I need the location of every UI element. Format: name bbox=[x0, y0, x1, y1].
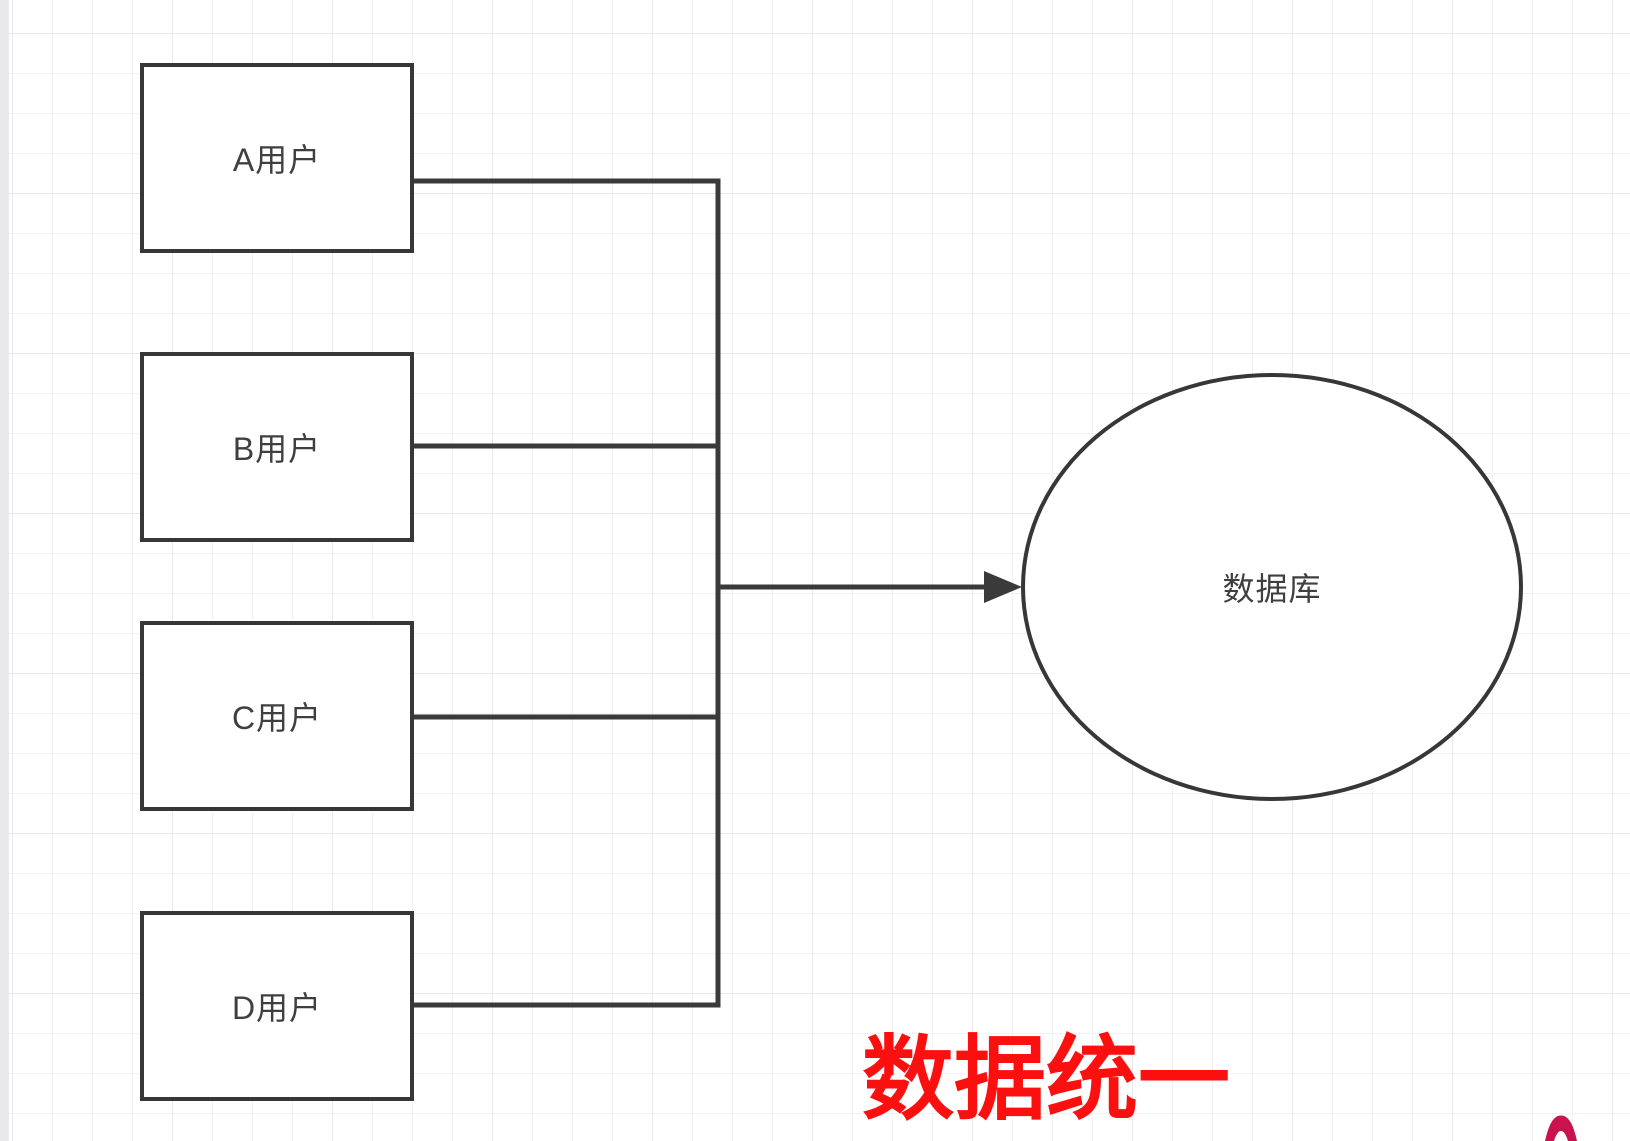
annotation-text[interactable]: 数据统一 bbox=[862, 1029, 1231, 1131]
user-box-c-label: C用户 bbox=[231, 700, 323, 736]
user-box-d[interactable]: D用户 bbox=[140, 911, 414, 1101]
canvas-left-edge bbox=[0, 0, 9, 1141]
user-box-b[interactable]: B用户 bbox=[140, 352, 414, 542]
arrowhead-icon bbox=[984, 571, 1022, 603]
database-ellipse[interactable]: 数据库 bbox=[1021, 373, 1523, 801]
user-box-a[interactable]: A用户 bbox=[140, 63, 414, 253]
user-box-c[interactable]: C用户 bbox=[140, 621, 414, 811]
user-box-b-label: B用户 bbox=[232, 431, 322, 467]
user-box-d-label: D用户 bbox=[231, 990, 323, 1026]
map-pin-tip-icon bbox=[1545, 1115, 1577, 1141]
database-label: 数据库 bbox=[1222, 571, 1322, 607]
user-box-a-label: A用户 bbox=[232, 142, 322, 178]
